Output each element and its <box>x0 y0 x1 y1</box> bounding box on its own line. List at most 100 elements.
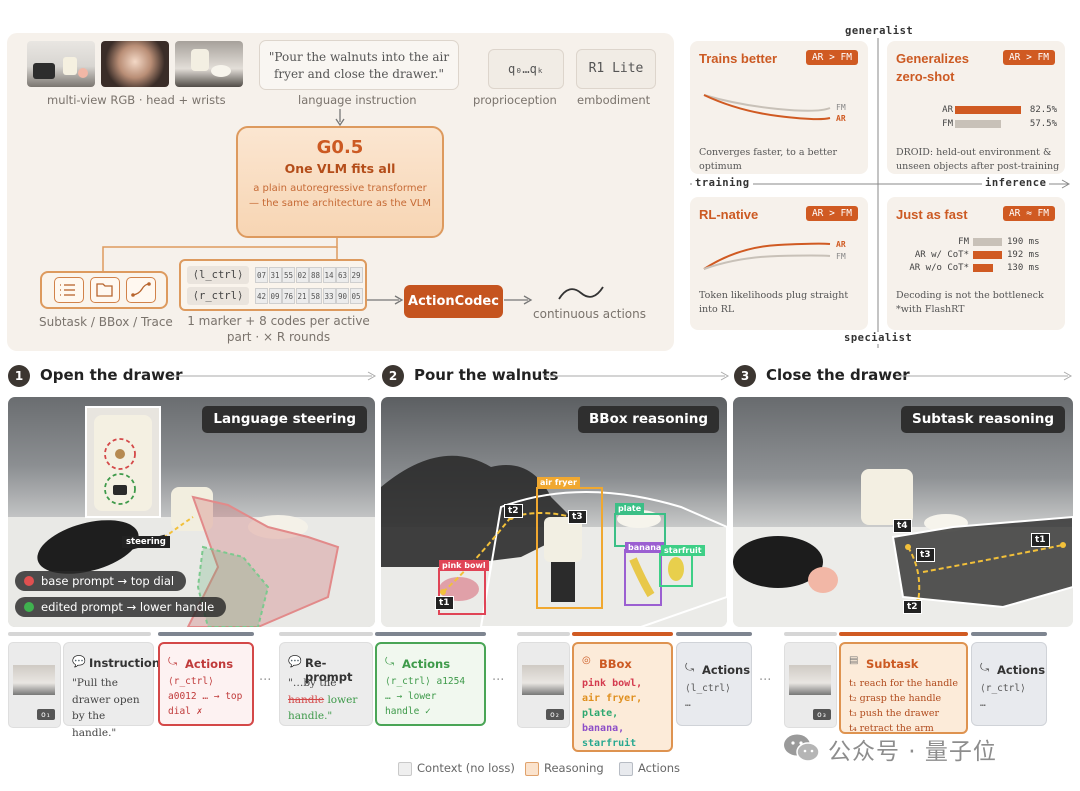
connector-lines <box>102 237 338 271</box>
action-code: 33 <box>322 288 336 304</box>
action-code: 63 <box>336 267 349 283</box>
action-code: 02 <box>295 267 309 283</box>
card-text: ⟨r_ctrl⟩ … <box>980 683 1026 709</box>
trace-icon <box>126 277 156 303</box>
rgb-caption: multi-view RGB · head + wrists <box>47 93 226 107</box>
actions-bar <box>375 632 486 636</box>
output-caption: continuous actions <box>533 307 646 321</box>
card-trains-better: Trains better AR > FM FM AR Converges fa… <box>690 41 868 174</box>
loss-curve-chart: FM AR <box>703 94 846 123</box>
arrow-right-icon <box>543 371 730 381</box>
scene-illustration <box>381 455 727 627</box>
actions-bar <box>676 632 752 636</box>
arrow-right-icon <box>896 371 1073 381</box>
context-bar <box>279 632 373 636</box>
robot-arm-icon: ⤿ <box>685 661 695 674</box>
embodiment-box: R1 Lite <box>576 49 656 89</box>
action-code: 05 <box>349 288 363 304</box>
scene-bbox-reasoning: BBox reasoning air fryer plate pink bowl… <box>381 397 727 627</box>
action-code: 58 <box>309 288 322 304</box>
robot-arm-icon: ⤿ <box>168 655 178 668</box>
list-icon: ▤ <box>849 655 859 666</box>
bbox-label: plate <box>615 503 645 514</box>
bar-value: 82.5% <box>1029 105 1057 115</box>
robot-arm-icon: ⤿ <box>385 655 395 668</box>
action-code: 21 <box>295 288 309 304</box>
legend-label-reasoning: Reasoning <box>544 761 604 775</box>
observation-card: o₁ <box>8 642 61 728</box>
card-text: ⟨r_ctrl⟩ a1254 … → lower handle ✓ <box>385 676 466 717</box>
step-title: Close the drawer <box>766 366 910 384</box>
actions-card-rejected: ⤿ Actions ⟨r_ctrl⟩ a0012 … → top dial ✗ <box>158 642 254 726</box>
subtask-list-icon <box>54 277 84 303</box>
speech-bubble-icon: 💬 <box>72 655 86 668</box>
proprioception-box: q₀…qₖ <box>488 49 564 89</box>
observation-label: o₁ <box>37 709 55 720</box>
card-title: BBox <box>599 657 632 671</box>
embodiment-caption: embodiment <box>577 93 651 107</box>
card-badge: AR > FM <box>805 206 858 221</box>
robot-arm-icon: ⤿ <box>980 661 990 674</box>
bbox-label: air fryer <box>537 477 580 488</box>
bar <box>973 264 993 272</box>
card-text: t₁ reach for the handle t₂ grasp the han… <box>849 678 958 734</box>
actions-card: ⤿ Actions ⟨r_ctrl⟩ … <box>971 642 1047 726</box>
trace-point: t2 <box>504 504 523 518</box>
legend-label-actions: Actions <box>638 761 681 775</box>
ellipsis: ··· <box>259 673 272 688</box>
trace-point: t4 <box>893 519 912 533</box>
card-desc: Token likelihoods plug straight into RL <box>699 290 849 315</box>
step-number: 3 <box>734 365 756 387</box>
action-code: 31 <box>268 267 282 283</box>
reprompt-card: 💬 Re-prompt "…by the handle lower handle… <box>279 642 373 726</box>
card-title: Actions <box>702 663 751 677</box>
action-code: 90 <box>336 288 349 304</box>
scene-subtask-reasoning: Subtask reasoning t1 t2 t3 t4 <box>733 397 1073 627</box>
actions-bar <box>971 632 1047 636</box>
card-title: Actions <box>997 663 1046 677</box>
model-tagline: One VLM fits all <box>284 161 396 176</box>
card-title: Just as fast <box>896 207 968 222</box>
likelihood-curve-chart: AR FM <box>703 240 846 270</box>
trace-point: t1 <box>435 596 454 610</box>
axis-label-right: inference <box>982 177 1050 189</box>
legend-edited-prompt: edited prompt → lower handle <box>15 597 227 617</box>
step-number: 1 <box>8 365 30 387</box>
bar-label: FM <box>958 237 969 247</box>
card-title: Re-prompt <box>305 656 353 684</box>
context-bar <box>8 632 151 636</box>
actions-card: ⤿ Actions ⟨l_ctrl⟩ … <box>676 642 752 726</box>
scene-label: Language steering <box>202 406 367 433</box>
bar <box>955 120 1001 128</box>
bar <box>973 251 1002 259</box>
observation-thumbnail <box>13 665 55 695</box>
legend-swatch-context <box>398 762 412 776</box>
arrow-down-icon <box>335 109 345 127</box>
bar-label: AR <box>942 105 953 115</box>
observation-thumbnail <box>522 665 564 695</box>
wechat-logo-icon <box>784 734 820 762</box>
steering-tag: steering <box>122 536 170 548</box>
tools-caption: Subtask / BBox / Trace <box>39 315 173 329</box>
legend-swatch-reasoning <box>525 762 539 776</box>
model-box: G0.5 One VLM fits all a plain autoregres… <box>236 126 444 238</box>
axis-label-bottom: specialist <box>841 332 916 344</box>
bar-value: 190 ms <box>1007 237 1040 247</box>
target-icon: ◎ <box>582 655 591 666</box>
bar-label: FM <box>942 119 953 129</box>
actions-bar <box>158 632 254 636</box>
reasoning-bar <box>572 632 673 636</box>
bbox-card: ◎ BBox pink bowl, air fryer, plate, bana… <box>572 642 673 752</box>
bbox-label: banana <box>625 542 665 553</box>
proprioception-caption: proprioception <box>473 93 557 107</box>
card-title: Instruction <box>89 656 161 670</box>
series-label-ar: AR <box>836 240 846 249</box>
context-bar <box>784 632 837 636</box>
legend-swatch-actions <box>619 762 633 776</box>
action-code: 29 <box>349 267 363 283</box>
card-title: Generalizes zero-shot <box>896 51 969 84</box>
context-bar <box>517 632 570 636</box>
speech-bubble-icon: 💬 <box>288 655 302 668</box>
